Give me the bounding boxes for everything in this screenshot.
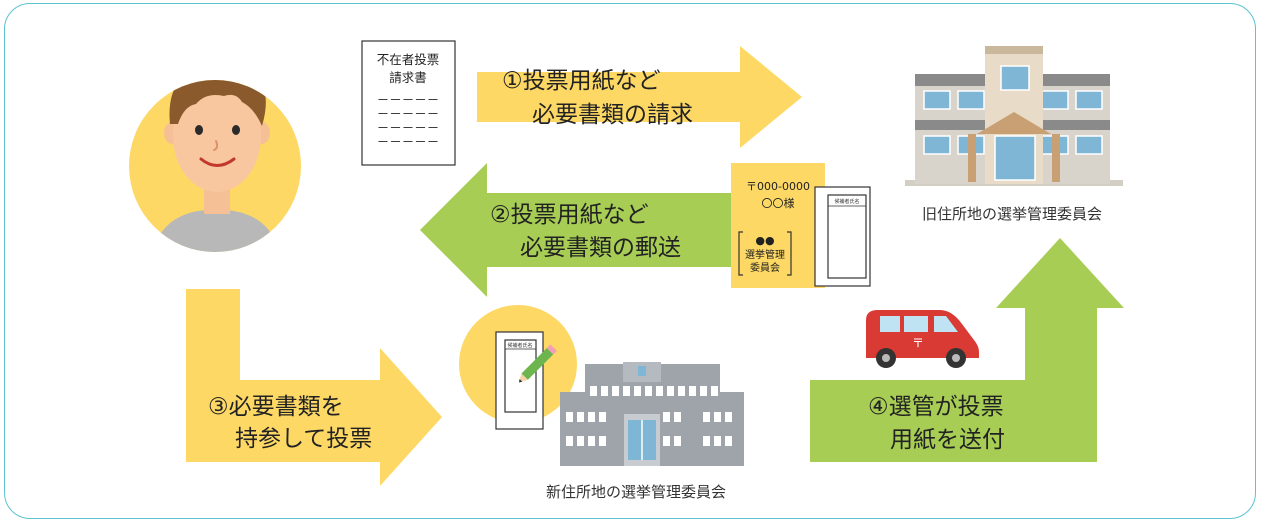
envelope-addressee: 〇〇様: [762, 196, 795, 210]
request-form-title2: 請求書: [389, 70, 427, 85]
new-committee-caption: 新住所地の選挙管理委員会: [546, 483, 726, 501]
old-committee-caption: 旧住所地の選挙管理委員会: [922, 205, 1102, 223]
request-form-dash: －－－－－: [377, 106, 440, 121]
svg-text:〒: 〒: [912, 336, 924, 350]
envelope-sender-line2: 委員会: [750, 261, 780, 274]
envelope-sender-line1: 選挙管理: [745, 248, 785, 261]
request-form-dash: －－－－－: [377, 134, 440, 149]
ballot-label-new: 候補者氏名: [507, 342, 532, 349]
arrow-step3-line1: ③必要書類を: [208, 394, 344, 420]
request-form-dash: －－－－－: [377, 92, 440, 107]
mail-van-icon: 〒: [866, 310, 979, 368]
arrow-step4-line2: 用紙を送付: [890, 427, 1005, 453]
envelope-postal-code: 〒000-0000: [746, 180, 810, 193]
diagram-frame: [4, 3, 1256, 519]
arrow-step1: [477, 46, 802, 148]
arrow-step1-line1: ①投票用紙など: [502, 68, 661, 94]
arrow-step2: [420, 163, 731, 297]
request-form: 不在者投票 請求書 －－－－－ －－－－－ －－－－－ －－－－－: [361, 40, 456, 166]
request-form-dash: －－－－－: [377, 120, 440, 135]
arrow-step4: [810, 238, 1124, 462]
arrow-step3: [186, 289, 442, 486]
request-form-title1: 不在者投票: [377, 52, 440, 67]
arrow-step4-line1: ④選管が投票: [868, 394, 1004, 420]
old-committee-building: [905, 46, 1123, 186]
arrow-step2-line2: 必要書類の郵送: [520, 235, 681, 261]
ballot-paper-sent: 候補者氏名: [814, 186, 871, 287]
new-committee-building: [560, 362, 744, 466]
ballot-writing-circle: 候補者氏名: [459, 305, 577, 430]
arrow-step3-line2: 持参して投票: [235, 426, 372, 452]
envelope-sender-mark: ●●: [755, 234, 774, 247]
arrow-step1-line2: 必要書類の請求: [532, 102, 693, 128]
person-avatar: [129, 80, 301, 252]
pencil-icon: [518, 344, 557, 383]
arrow-step2-line1: ②投票用紙など: [490, 202, 649, 228]
envelope: 〒000-0000 〇〇様 ●● 選挙管理 委員会: [731, 163, 825, 288]
ballot-label: 候補者氏名: [834, 198, 859, 205]
